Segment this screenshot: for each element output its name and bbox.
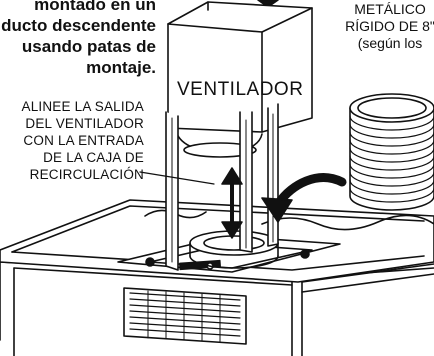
top-arrow-fragment <box>257 0 279 8</box>
heading-line: montaje. <box>86 58 156 77</box>
heading-line: ducto descendente <box>1 16 156 35</box>
instruction-line: DE LA CAJA DE <box>43 150 144 165</box>
duct-label-line: RÍGIDO DE 8" <box>345 18 434 34</box>
heading-line: usando patas de <box>21 37 156 56</box>
instruction-line: DEL VENTILADOR <box>25 116 144 131</box>
vent-grille <box>123 287 247 345</box>
fan-label: VENTILADOR <box>177 79 304 100</box>
alignment-instruction: ALINEE LA SALIDA DEL VENTILADOR CON LA E… <box>21 98 144 183</box>
curved-arrow <box>261 173 347 223</box>
instruction-line: CON LA ENTRADA <box>23 133 144 148</box>
duct-label: METÁLICO RÍGIDO DE 8" (según los <box>320 1 434 52</box>
mounting-heading: montado en un ducto descendente usando p… <box>1 0 156 78</box>
duct-label-line: METÁLICO <box>354 1 426 17</box>
alignment-arrow <box>221 167 243 239</box>
mounting-legs <box>165 103 279 271</box>
leader-line <box>139 171 215 185</box>
instruction-line: RECIRCULACIÓN <box>29 167 144 182</box>
coiled-duct <box>349 93 434 211</box>
instruction-line: ALINEE LA SALIDA <box>21 99 144 114</box>
heading-line: montado en un <box>34 0 156 14</box>
duct-label-line: (según los <box>357 35 423 51</box>
